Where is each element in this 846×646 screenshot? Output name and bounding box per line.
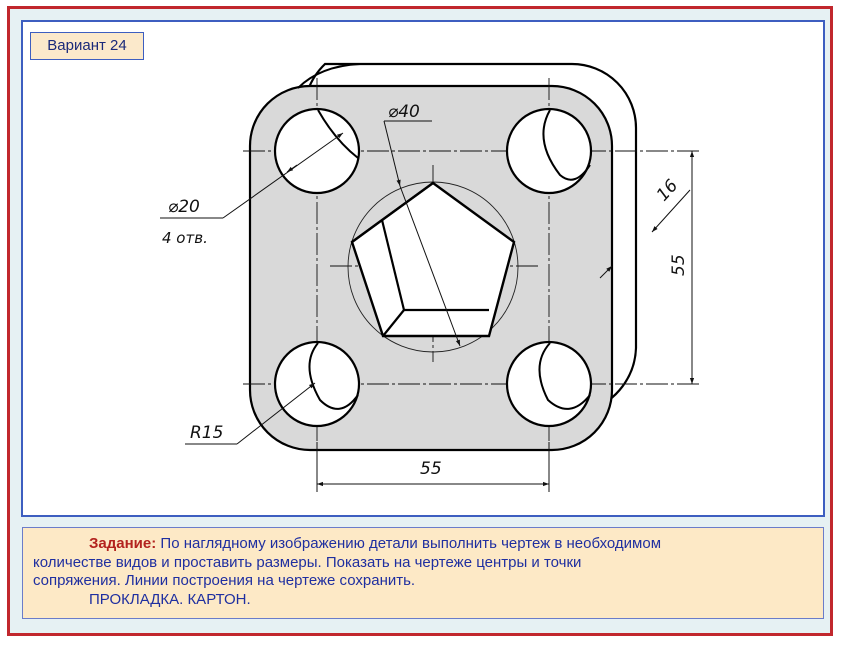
task-line-3: сопряжения. Линии построения на чертеже …: [33, 572, 416, 589]
dim-thickness-16: [599, 189, 691, 279]
dim-r15: [185, 382, 316, 445]
pentagon-inner-walls: [351, 182, 489, 337]
hole-bottom-right: [505, 340, 593, 428]
dim-phi20: [160, 132, 344, 219]
dim-width-55-label: 55: [420, 459, 442, 479]
task-line-1: Задание: По наглядному изображению детал…: [33, 535, 813, 554]
task-line-4: ПРОКЛАДКА. КАРТОН.: [89, 590, 251, 608]
dim-phi20-label: ⌀20: [168, 197, 200, 217]
dim-height-55-label: 55: [669, 254, 689, 276]
dim-r15-label: R15: [190, 423, 223, 443]
dim-thickness-16-label: 16: [653, 176, 682, 206]
dim-phi40-label: ⌀40: [388, 102, 420, 122]
dim-phi40: [383, 120, 461, 347]
plate-edge-line: [297, 63, 361, 89]
task-text-1: По наглядному изображению детали выполни…: [160, 535, 662, 552]
dim-width-55: [316, 442, 550, 492]
task-panel: Задание: По наглядному изображению детал…: [22, 527, 824, 619]
task-label: Задание:: [89, 535, 157, 552]
dim-holes-count: 4 отв.: [162, 229, 208, 247]
variant-badge: Вариант 24: [30, 32, 144, 60]
hole-bottom-left: [273, 340, 361, 428]
task-line-2: количестве видов и проставить размеры. П…: [33, 553, 582, 571]
hole-top-right: [505, 107, 593, 195]
